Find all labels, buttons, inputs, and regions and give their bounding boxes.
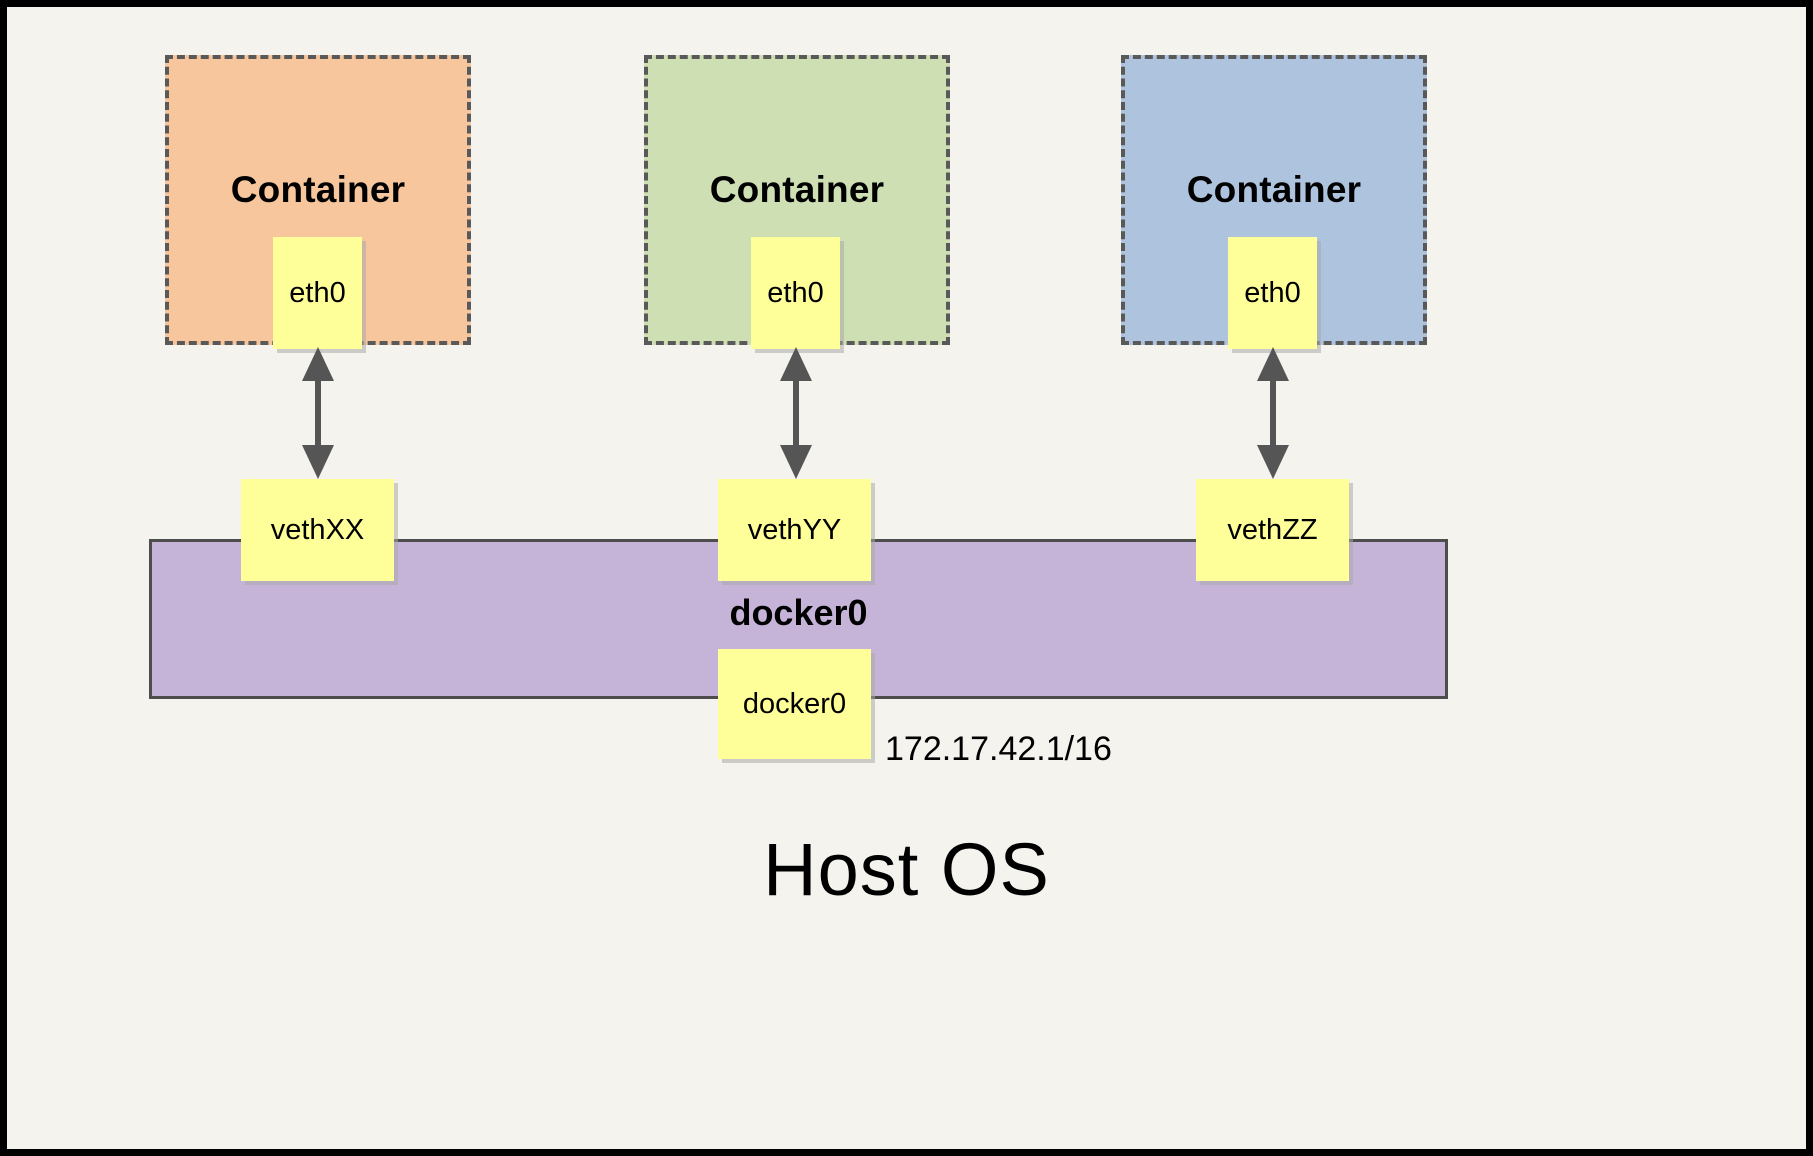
veth-node-3: vethZZ xyxy=(1196,479,1349,581)
eth0-node-2: eth0 xyxy=(751,237,840,349)
docker0-ip-address-label: 172.17.42.1/16 xyxy=(885,730,1112,768)
host-os-label: Host OS xyxy=(763,828,1050,911)
eth0-node-1: eth0 xyxy=(273,237,362,349)
container-title-1: Container xyxy=(230,169,406,210)
eth0-node-3: eth0 xyxy=(1228,237,1317,349)
container-title-3: Container xyxy=(1186,169,1362,210)
bidirectional-arrow-icon-1 xyxy=(298,345,338,481)
bidirectional-arrow-icon-2 xyxy=(776,345,816,481)
docker0-interface-node: docker0 xyxy=(718,649,871,759)
veth-node-1: vethXX xyxy=(241,479,394,581)
veth-node-2: vethYY xyxy=(718,479,871,581)
container-title-2: Container xyxy=(709,169,885,210)
bidirectional-arrow-icon-3 xyxy=(1253,345,1293,481)
